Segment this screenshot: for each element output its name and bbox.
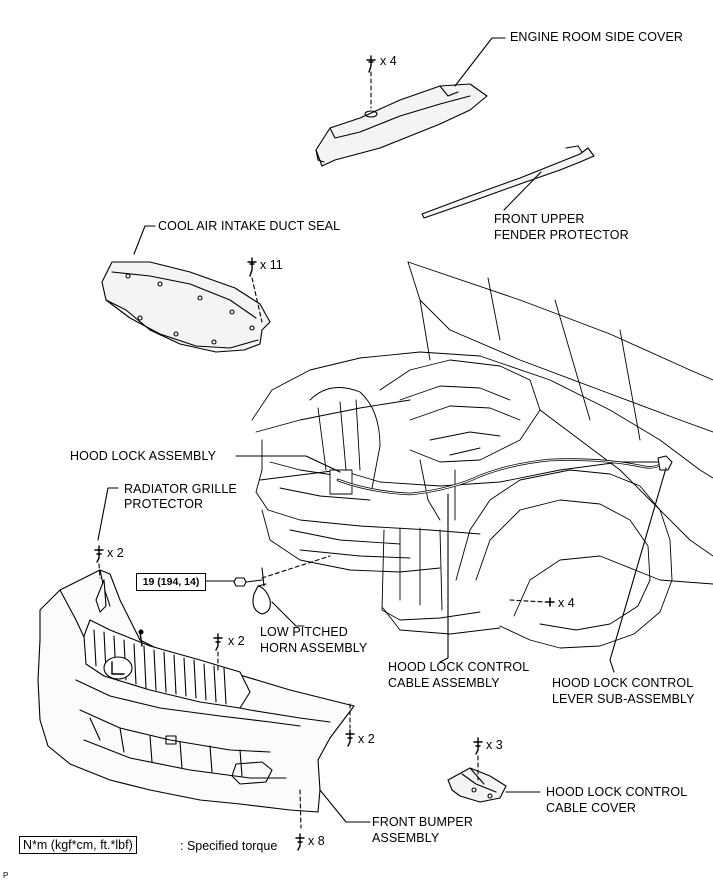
horn-dash-line [261, 555, 331, 579]
label-hood-lock-control-cable-cover-line1: HOOD LOCK CONTROL [546, 785, 688, 799]
label-hood-lock-assembly: HOOD LOCK ASSEMBLY [70, 449, 217, 463]
qty-bumper-top-clips: x 2 [228, 634, 245, 648]
fender-dash-line [509, 599, 546, 603]
label-radiator-grille-protector-line2: PROTECTOR [124, 497, 204, 511]
fender-protector-leader [503, 171, 542, 211]
label-front-upper-fender-protector-line1: FRONT UPPER [494, 212, 585, 226]
corner-mark: P [3, 871, 9, 880]
fender-clip [545, 597, 555, 607]
low-pitched-horn [252, 567, 271, 615]
radiator-grille-protector-leader [97, 487, 119, 541]
hood-lock-lever-leader [609, 467, 667, 673]
label-cool-air-intake-duct-seal: COOL AIR INTAKE DUCT SEAL [158, 219, 341, 233]
hood-lock-cable-leader [439, 493, 449, 663]
bumper-side-screw [345, 703, 355, 747]
front-bumper-leader [319, 789, 371, 823]
hood-lock-control-cable-cover [447, 767, 507, 803]
legend-torque-units: N*m (kgf*cm, ft.*lbf) [19, 836, 137, 854]
bumper-top-clip [213, 633, 223, 671]
label-front-bumper-line2: ASSEMBLY [372, 831, 440, 845]
side-cover-leader [454, 37, 506, 87]
label-engine-room-side-cover: ENGINE ROOM SIDE COVER [510, 30, 684, 44]
label-hood-lock-control-cable-line2: CABLE ASSEMBLY [388, 676, 500, 690]
cool-air-intake-duct-seal [101, 261, 271, 353]
label-low-pitched-horn-line2: HORN ASSEMBLY [260, 641, 368, 655]
duct-seal-clip [247, 257, 263, 323]
bumper-bottom-screw [295, 789, 305, 851]
label-hood-lock-control-cable-line1: HOOD LOCK CONTROL [388, 660, 530, 674]
label-front-bumper-line1: FRONT BUMPER [372, 815, 473, 829]
qty-bumper-bottom-screws: x 8 [308, 834, 325, 848]
horn-leader [271, 601, 305, 627]
qty-bumper-side-screws: x 2 [358, 732, 375, 746]
hood-lock-leader [235, 455, 341, 473]
label-front-upper-fender-protector-line2: FENDER PROTECTOR [494, 228, 629, 242]
label-hood-lock-control-lever-line2: LEVER SUB-ASSEMBLY [552, 692, 695, 706]
cable-cover-bolt [473, 737, 483, 781]
qty-duct-seal-clips: x 11 [260, 258, 283, 272]
label-hood-lock-control-cable-cover-line2: CABLE COVER [546, 801, 637, 815]
label-radiator-grille-protector-line1: RADIATOR GRILLE [124, 482, 237, 496]
horn-bolt [205, 577, 263, 587]
qty-grille-protector-clips: x 2 [107, 546, 124, 560]
torque-spec-box: 19 (194, 14) [136, 573, 206, 591]
side-cover-clip [366, 55, 376, 109]
qty-cable-cover-bolts: x 3 [486, 738, 503, 752]
label-low-pitched-horn-line1: LOW PITCHED [260, 625, 348, 639]
hood-lock-control-lever [657, 455, 673, 471]
legend-description: : Specified torque [180, 839, 278, 853]
qty-side-cover-clips: x 4 [380, 54, 397, 68]
front-upper-fender-protector [421, 145, 595, 219]
qty-fender-clips: x 4 [558, 596, 575, 610]
grille-protector-clip [94, 545, 104, 579]
vehicle-engine-bay [251, 261, 713, 649]
hood-lock-control-cable [336, 458, 666, 496]
engine-room-side-cover [315, 83, 488, 167]
label-hood-lock-control-lever-line1: HOOD LOCK CONTROL [552, 676, 694, 690]
front-bumper-assembly [37, 569, 355, 813]
duct-seal-leader [133, 225, 156, 255]
